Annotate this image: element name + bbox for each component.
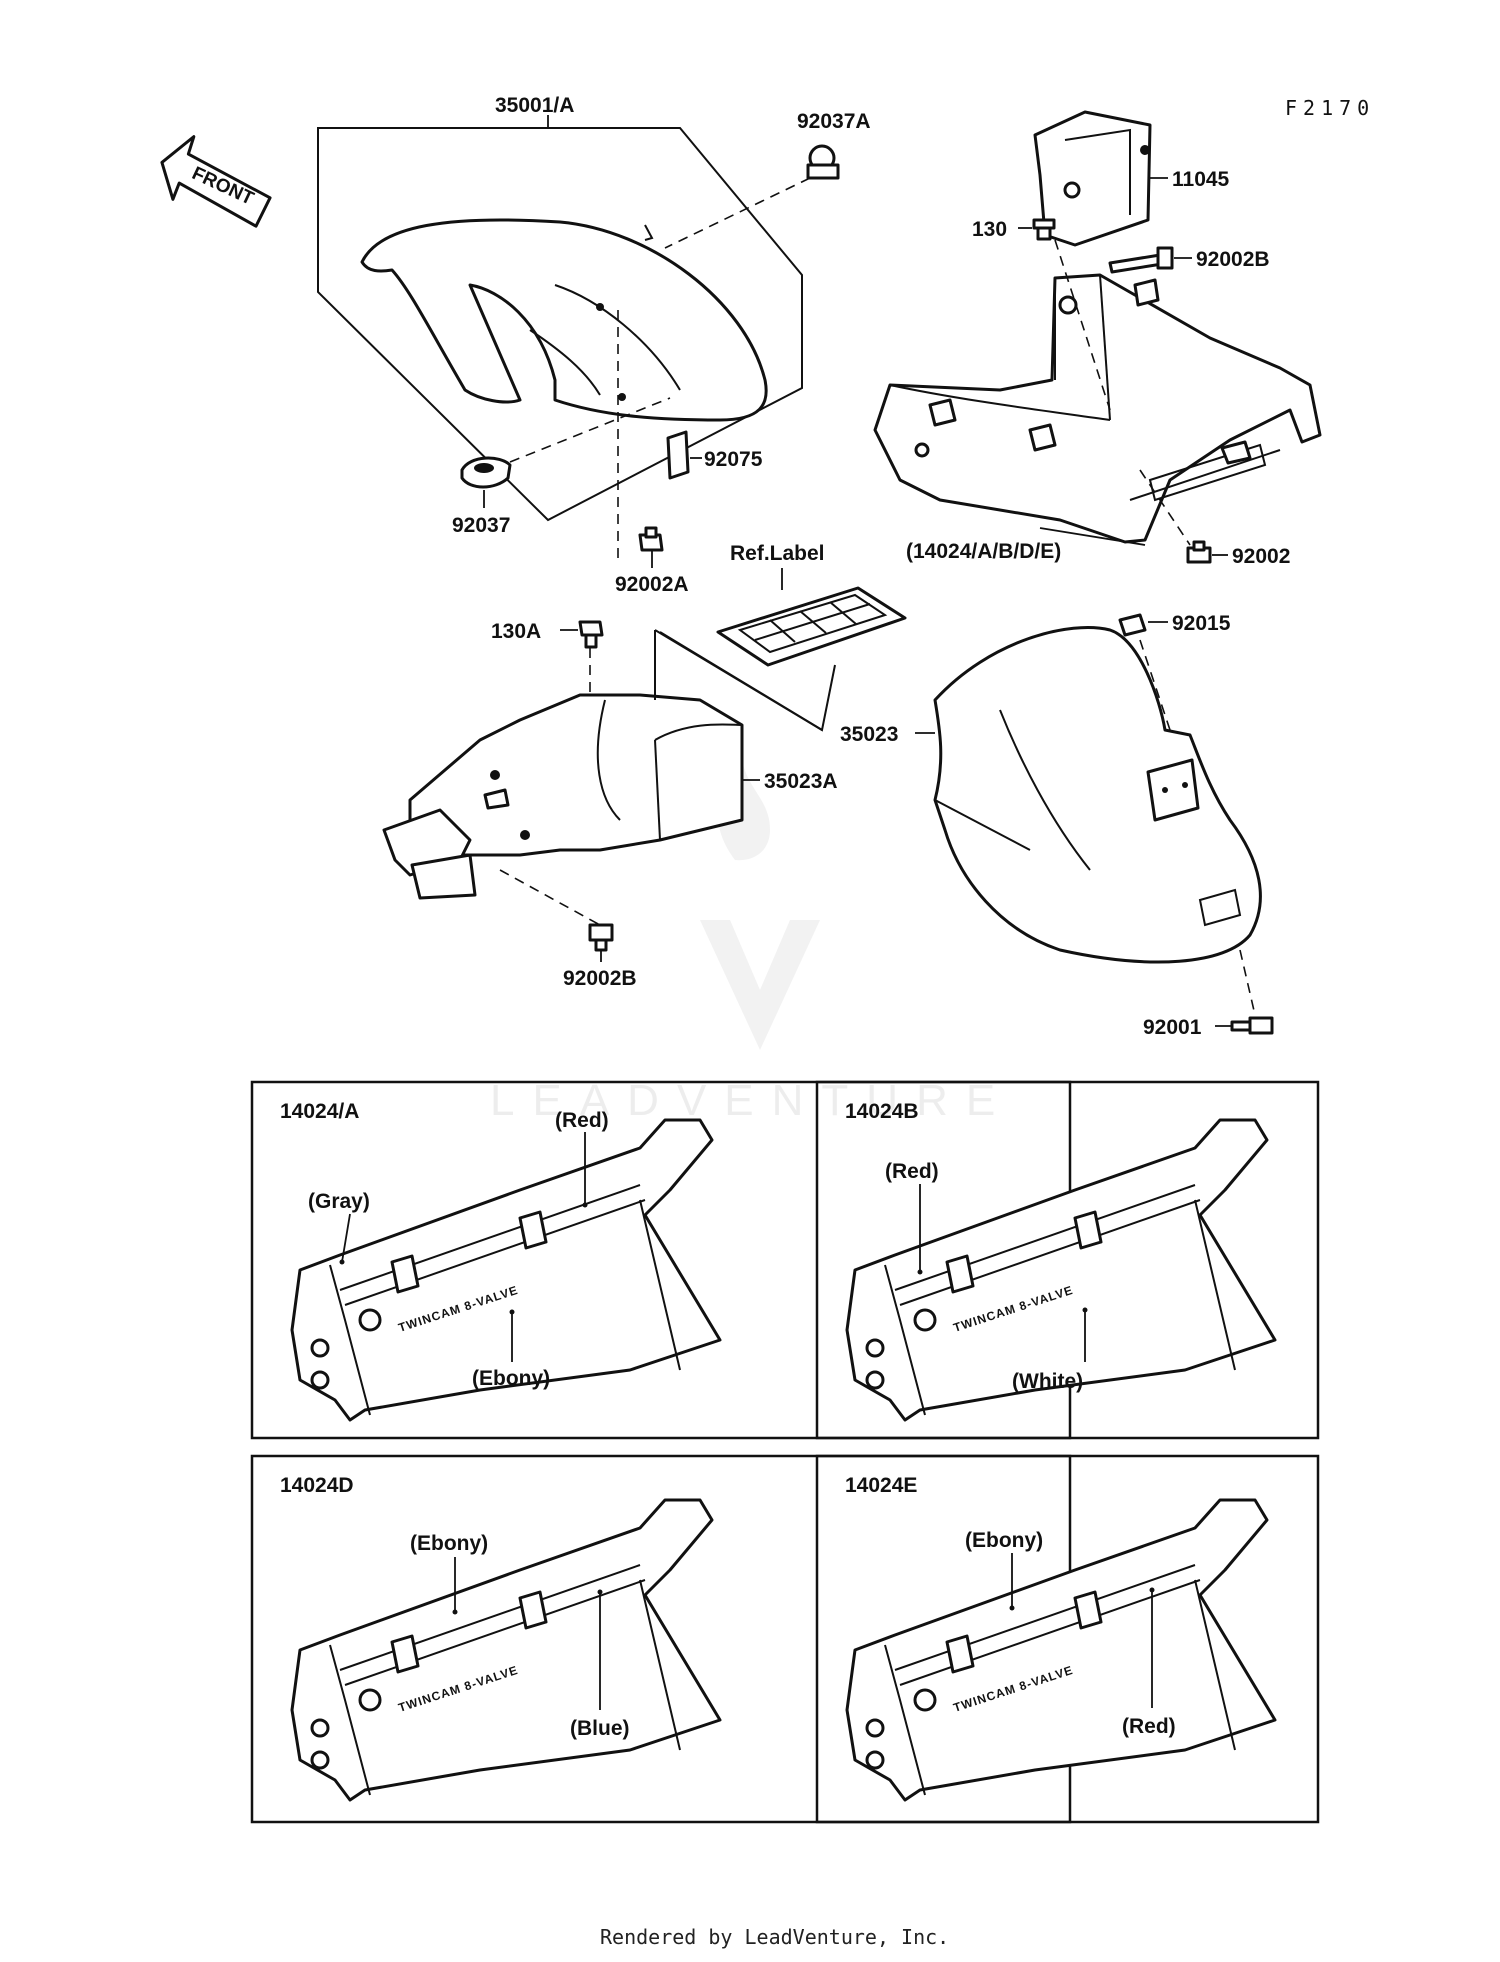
front-fender-group-outline	[317, 127, 803, 522]
color-label: (Red)	[885, 1160, 939, 1183]
color-leader-dot	[917, 1269, 923, 1275]
bolt-92002B-top-icon	[1108, 246, 1174, 274]
label-92002B-top: 92002B	[1196, 248, 1270, 271]
color-leader-dot	[1009, 1605, 1015, 1611]
label-130: 130	[972, 218, 1007, 241]
label-92002B-bottom: 92002B	[563, 967, 637, 990]
side-cover: TWINCAM 8-VALVE	[290, 1498, 722, 1802]
watermark-text: LEADVENTURE	[490, 1076, 1013, 1125]
dash-11045	[1054, 239, 1111, 411]
label-92075: 92075	[704, 448, 763, 471]
diagram-code: F2170	[1285, 96, 1375, 120]
clip-92037-icon	[460, 456, 512, 489]
front-fender	[360, 218, 768, 422]
side-cover: TWINCAM 8-VALVE	[290, 1118, 722, 1422]
color-label: (White)	[1012, 1370, 1083, 1393]
bolt-92001-icon	[1230, 1016, 1274, 1035]
panel-frame	[815, 1454, 1320, 1824]
panel-title: 14024/A	[280, 1100, 359, 1123]
color-leader-dot	[339, 1259, 345, 1265]
color-leader-dot	[509, 1309, 515, 1315]
clamp-92037A-icon	[806, 144, 840, 180]
bolt-92002-icon	[1186, 540, 1212, 564]
label-92001: 92001	[1143, 1016, 1202, 1039]
bracket-11045	[1033, 110, 1152, 247]
color-leader-dot	[452, 1609, 458, 1615]
screw-130-icon	[1032, 218, 1056, 241]
rear-fender-35023	[933, 626, 1262, 964]
color-label: (Gray)	[308, 1190, 370, 1213]
label-92015: 92015	[1172, 612, 1231, 635]
inner-fender-35023A	[382, 693, 744, 900]
panel-title: 14024E	[845, 1474, 917, 1497]
side-cover: TWINCAM 8-VALVE	[845, 1498, 1277, 1802]
footer-credit: Rendered by LeadVenture, Inc.	[600, 1925, 949, 1949]
label-14024-main: (14024/A/B/D/E)	[906, 540, 1061, 563]
label-130A: 130A	[491, 620, 541, 643]
color-leader-dot	[597, 1589, 603, 1595]
screw-130A-icon	[578, 620, 604, 649]
color-leader	[341, 1213, 351, 1263]
bolt-92002A-icon	[638, 526, 664, 552]
color-label: (Blue)	[570, 1717, 630, 1740]
color-leader-dot	[1149, 1587, 1155, 1593]
color-label: (Red)	[555, 1109, 609, 1132]
color-leader-dot	[1082, 1307, 1088, 1313]
watermark: LEADVENTURE	[490, 760, 1013, 1125]
color-label: (Red)	[1122, 1715, 1176, 1738]
label-92002A: 92002A	[615, 573, 689, 596]
color-label: (Ebony)	[965, 1529, 1043, 1552]
nut-92015-icon	[1118, 613, 1147, 637]
damper-92075-icon	[666, 430, 690, 480]
tail-cover-14024	[873, 273, 1322, 544]
label-92002: 92002	[1232, 545, 1290, 568]
bracket-35023-diag	[654, 629, 823, 731]
color-leader-dot	[582, 1202, 588, 1208]
ref-label-sticker	[716, 586, 907, 667]
leader-14024	[1039, 527, 1146, 546]
bolt-92002B-bottom-icon	[588, 923, 614, 952]
side-cover: TWINCAM 8-VALVE	[845, 1118, 1277, 1422]
dash-92002	[1139, 469, 1191, 546]
label-11045: 11045	[1172, 168, 1230, 191]
dash-92002B-bottom	[499, 869, 601, 926]
front-arrow-icon: FRONT	[160, 135, 272, 228]
label-35001A: 35001/A	[495, 94, 574, 117]
color-label: (Ebony)	[410, 1532, 488, 1555]
dash-92037A	[664, 177, 811, 249]
dash-92001	[1239, 949, 1256, 1016]
label-35023A: 35023A	[764, 770, 838, 793]
dash-92037	[509, 397, 671, 463]
label-92037: 92037	[452, 514, 510, 537]
color-label: (Ebony)	[472, 1367, 550, 1390]
panel-title: 14024D	[280, 1474, 354, 1497]
panel-frame	[815, 1080, 1320, 1440]
label-92037A: 92037A	[797, 110, 871, 133]
panel-title: 14024B	[845, 1100, 919, 1123]
label-35023: 35023	[840, 723, 898, 746]
label-ref-label: Ref.Label	[730, 542, 825, 565]
